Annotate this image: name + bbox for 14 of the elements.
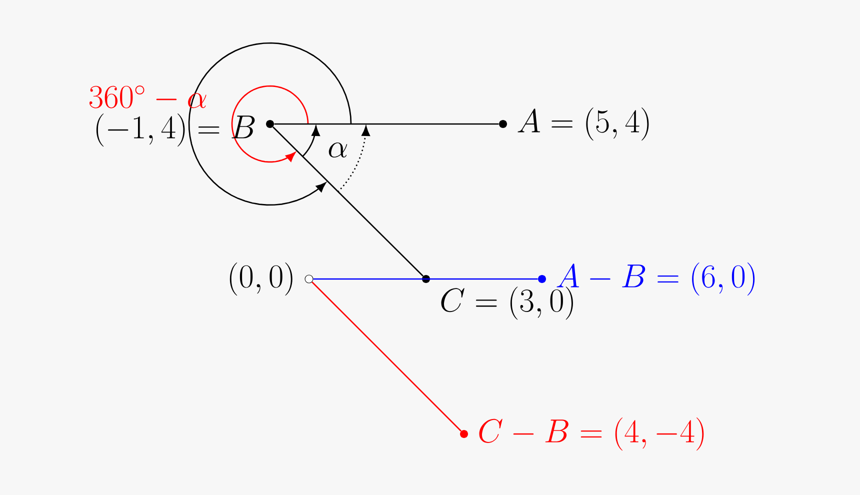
point (422, 275, 430, 283)
line-segment (313, 278, 538, 280)
point (538, 275, 546, 283)
line-segment (312, 282, 462, 432)
point-label: $A=(5,4)$ (518, 107, 649, 141)
line-segment (272, 126, 424, 276)
angle-label: $\alpha$ (328, 142, 348, 158)
point (266, 120, 274, 128)
point (460, 430, 468, 438)
point (304, 274, 314, 284)
point-label: $C-B=(4,-4)$ (479, 417, 704, 451)
point-label: $(0,0)$ (230, 262, 292, 296)
line-segment (274, 123, 499, 125)
point (499, 120, 507, 128)
